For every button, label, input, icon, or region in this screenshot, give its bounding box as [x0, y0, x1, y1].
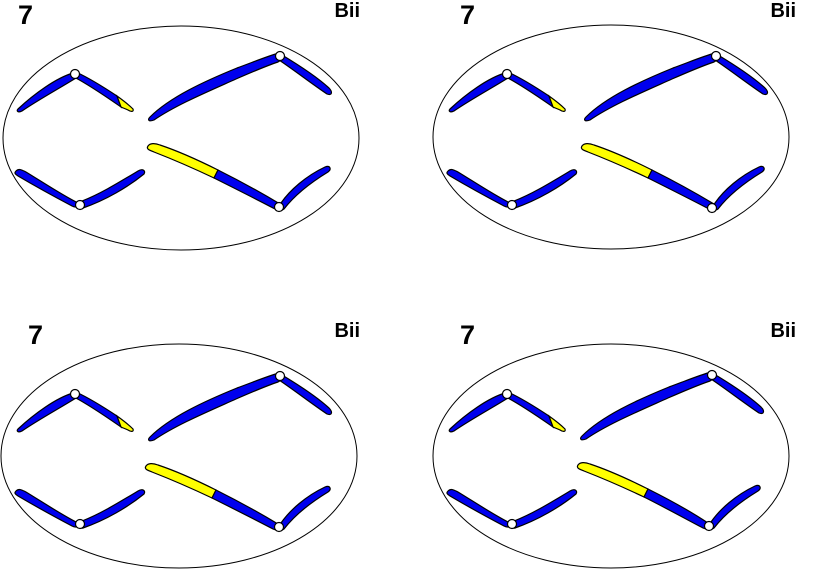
chromosome-bottom-right: [580, 143, 765, 214]
chromosome-top-right: [580, 369, 765, 441]
chromosome-top-left: [448, 68, 566, 113]
centromere: [273, 201, 285, 213]
centromere: [274, 50, 286, 62]
panel-number: 7: [18, 0, 34, 30]
chromosome-bottom-left: [14, 488, 146, 530]
chromosome-top-right: [584, 50, 769, 122]
cell-diagram-4: [432, 343, 790, 569]
centromere: [69, 388, 81, 400]
centromere: [74, 518, 86, 530]
stage-label: Bii: [770, 0, 796, 22]
centromere: [703, 520, 715, 532]
cell-diagram-1: [2, 25, 360, 251]
centromere: [706, 202, 718, 214]
centromere: [74, 199, 86, 211]
cell-membrane: [2, 25, 360, 251]
chromosome-top-left: [16, 388, 134, 433]
chromosome-bottom-left: [446, 488, 578, 530]
chromosome-top-left: [16, 68, 134, 113]
cell-diagram-3: [0, 343, 358, 569]
chromosome-bottom-left: [14, 168, 146, 211]
centromere: [501, 388, 513, 400]
cell-panel-3: 7 Bii: [0, 320, 390, 580]
cell-diagram-2: [432, 24, 790, 250]
cell-panel-1: 7 Bii: [0, 0, 390, 260]
cell-membrane: [432, 24, 790, 250]
chromosome-bottom-left: [446, 168, 578, 211]
centromere: [273, 521, 285, 533]
cell-panel-2: 7 Bii: [432, 0, 817, 260]
centromere: [706, 369, 718, 381]
panel-number: 7: [460, 320, 476, 350]
centromere: [710, 50, 722, 62]
chromosome-top-right: [148, 50, 333, 122]
centromere: [506, 199, 518, 211]
cell-membrane: [432, 343, 790, 569]
stage-label: Bii: [334, 320, 360, 342]
cell-membrane: [0, 343, 358, 569]
centromere: [501, 68, 513, 80]
centromere: [69, 68, 81, 80]
chromosome-top-left: [448, 388, 566, 433]
centromere: [506, 518, 518, 530]
cell-panel-4: 7 Bii: [432, 320, 817, 580]
chromosome-bottom-right: [146, 143, 331, 213]
panel-number: 7: [28, 320, 44, 350]
chromosome-top-right: [148, 370, 333, 442]
chromosome-bottom-right: [576, 462, 761, 532]
panel-number: 7: [460, 0, 476, 30]
stage-label: Bii: [334, 0, 360, 22]
centromere: [274, 370, 286, 382]
chromosome-bottom-right: [144, 463, 331, 533]
stage-label: Bii: [770, 320, 796, 342]
